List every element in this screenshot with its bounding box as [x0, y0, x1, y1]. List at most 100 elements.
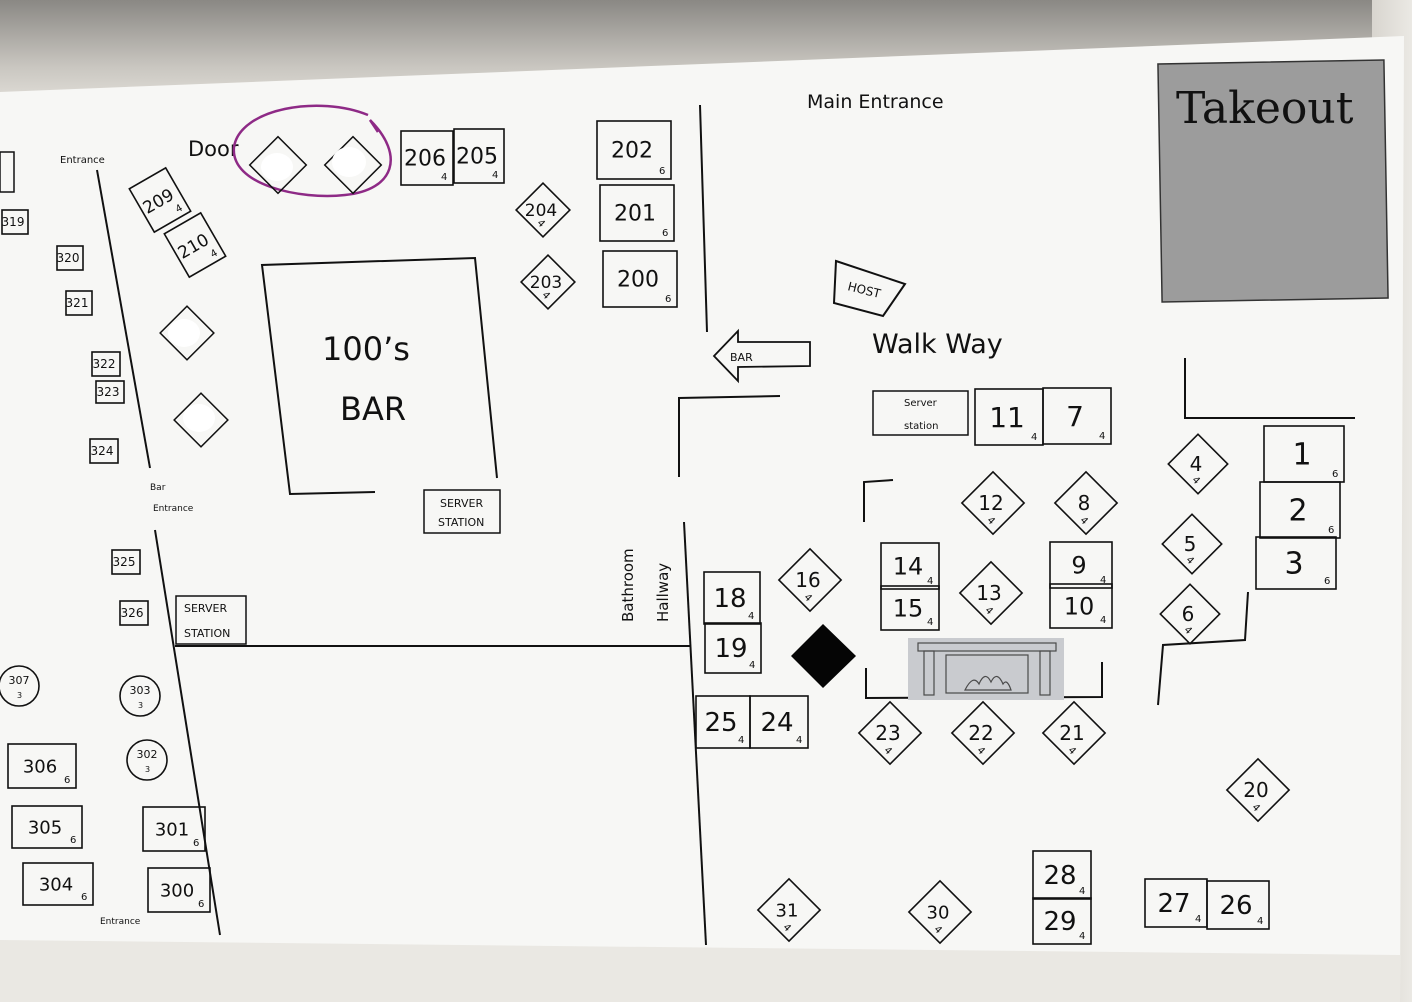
table-number: 5	[1184, 532, 1197, 556]
table-shape	[95, 380, 125, 404]
table-number: 324	[91, 444, 114, 458]
table-capacity: 4	[1195, 914, 1201, 925]
table-shape	[1255, 536, 1337, 590]
table-number: 202	[611, 139, 653, 164]
bar-100s-subtitle: BAR	[340, 390, 406, 428]
table-shape	[950, 700, 1016, 766]
table-20[interactable]: 204	[1225, 757, 1291, 823]
table-shape	[1041, 700, 1107, 766]
table-capacity: 4	[738, 735, 744, 746]
table-shape	[1159, 583, 1221, 645]
table-323[interactable]: 323	[95, 380, 125, 404]
table-shape	[1259, 481, 1341, 539]
table-capacity: 4	[1031, 432, 1037, 443]
table-7[interactable]: 74	[1042, 387, 1112, 445]
table-capacity: 3	[17, 691, 22, 700]
table-304[interactable]: 304 6	[22, 862, 94, 906]
table-shape	[11, 805, 83, 849]
table-capacity: 4	[927, 576, 933, 587]
table-19[interactable]: 194	[704, 622, 762, 674]
table-9[interactable]: 94	[1049, 541, 1113, 589]
table-23[interactable]: 234	[857, 700, 923, 766]
table-capacity: 6	[81, 892, 87, 903]
table-14[interactable]: 144	[880, 542, 940, 590]
table-capacity: 4	[927, 617, 933, 628]
table-shape	[596, 120, 672, 180]
table-shape	[602, 250, 678, 308]
table-number: 307	[9, 674, 30, 687]
table-18[interactable]: 184	[703, 571, 761, 625]
server-station-left-line2: STATION	[184, 627, 230, 640]
table-322[interactable]: 322	[91, 351, 121, 377]
table-number: 302	[137, 748, 158, 761]
table-12[interactable]: 124	[960, 470, 1026, 536]
table-shape	[65, 290, 93, 316]
table-10[interactable]: 104	[1049, 583, 1113, 629]
table-capacity: 3	[145, 765, 150, 774]
table-321[interactable]: 321	[65, 290, 93, 316]
table-326[interactable]: 326	[119, 600, 149, 626]
table-capacity: 6	[198, 899, 204, 910]
table-2[interactable]: 26	[1259, 481, 1341, 539]
table-324[interactable]: 324	[89, 438, 119, 464]
table-28[interactable]: 284	[1032, 850, 1092, 900]
table-30[interactable]: 304	[907, 879, 973, 945]
table-number: 21	[1059, 721, 1084, 745]
table-26[interactable]: 264	[1206, 880, 1270, 930]
table-capacity: 4	[1100, 615, 1106, 626]
table-number: 7	[1066, 400, 1084, 433]
table-shape	[126, 739, 168, 781]
bar-entrance-line1: Bar	[150, 483, 166, 493]
table-shape	[147, 867, 211, 913]
table-number: 8	[1078, 491, 1091, 515]
table-24[interactable]: 244	[749, 695, 809, 749]
table-number: 304	[39, 874, 73, 895]
table-capacity: 6	[665, 294, 671, 305]
table-number: 29	[1043, 907, 1076, 937]
table-15[interactable]: 154	[880, 585, 940, 631]
table-319[interactable]: 319	[1, 209, 29, 235]
table-shape	[777, 547, 843, 613]
table-number: 13	[976, 581, 1001, 605]
table-shape	[1, 209, 29, 235]
table-number: 323	[97, 385, 120, 399]
table-capacity: 4	[441, 172, 447, 183]
table-capacity: 6	[193, 838, 199, 849]
table-number: 325	[113, 555, 136, 569]
table-shape	[0, 665, 40, 707]
bar-arrow	[712, 328, 811, 384]
table-number: 31	[776, 900, 799, 921]
table-number: 6	[1182, 602, 1195, 626]
table-capacity: 6	[70, 835, 76, 846]
table-shape	[453, 128, 505, 184]
table-number: 3	[1284, 547, 1303, 582]
table-number: 206	[404, 147, 446, 172]
table-320[interactable]: 320	[56, 245, 84, 271]
table-1[interactable]: 16	[1263, 425, 1345, 483]
table-shape	[704, 622, 762, 674]
bar-arrow-label: BAR	[730, 351, 753, 364]
table-25[interactable]: 254	[695, 695, 751, 749]
annotation-circle	[232, 104, 392, 198]
table-capacity: 6	[1324, 576, 1330, 587]
table-number: 22	[968, 721, 993, 745]
table-325[interactable]: 325	[111, 549, 141, 575]
table-number: 200	[617, 268, 659, 293]
